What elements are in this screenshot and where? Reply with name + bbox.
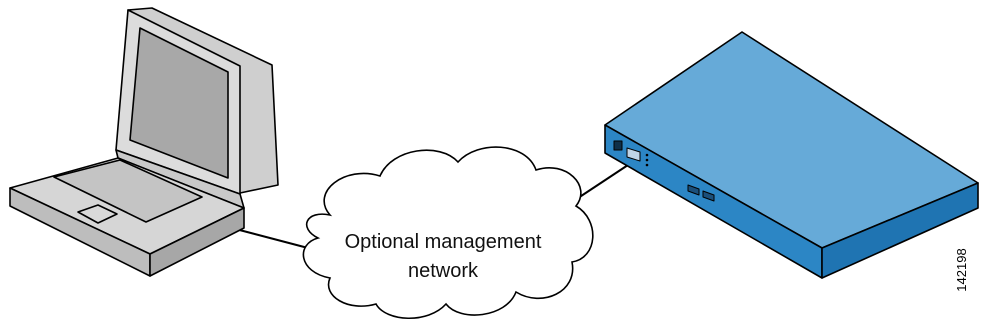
appliance-port bbox=[687, 184, 700, 196]
appliance-side bbox=[821, 182, 979, 279]
cloud-label-line2: network bbox=[408, 260, 479, 282]
laptop-icon bbox=[9, 7, 279, 277]
laptop-keyboard bbox=[53, 159, 203, 223]
link-laptop-to-cloud bbox=[227, 226, 309, 249]
appliance-console-port bbox=[626, 147, 641, 162]
appliance-power-button bbox=[613, 140, 623, 151]
cloud-label-line1: Optional management bbox=[345, 231, 542, 253]
laptop-touchpad bbox=[77, 204, 118, 224]
appliance-led bbox=[645, 153, 649, 157]
laptop-screen bbox=[129, 27, 229, 179]
appliance-led bbox=[645, 163, 649, 167]
appliance-led bbox=[645, 158, 649, 162]
figure-id: 142198 bbox=[954, 248, 969, 291]
network-appliance-icon bbox=[604, 31, 979, 279]
cloud-icon: Optional management network bbox=[302, 146, 594, 320]
appliance-port bbox=[702, 190, 715, 202]
